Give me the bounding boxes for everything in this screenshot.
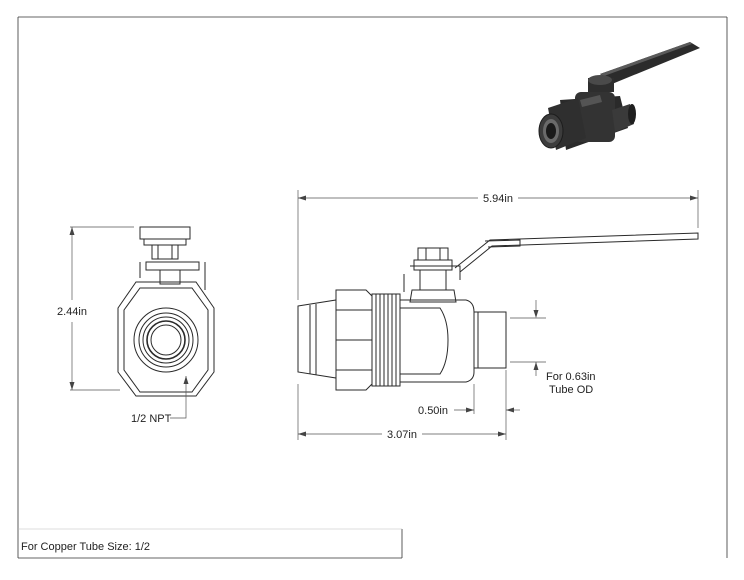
body-length-dimension: 3.07in — [387, 429, 417, 441]
side-view — [297, 232, 699, 391]
height-dimension: 2.44in — [57, 306, 87, 318]
footer-note: For Copper Tube Size: 1/2 — [21, 541, 150, 553]
tube-od-callout-line2: Tube OD — [549, 384, 593, 396]
isometric-valve-view — [538, 42, 700, 150]
dimension-lines — [70, 190, 699, 440]
npt-callout: 1/2 NPT — [131, 413, 172, 425]
tube-od-callout-line1: For 0.63in — [546, 371, 596, 383]
tube-stub-dimension: 0.50in — [418, 405, 448, 417]
sheet-border — [17, 16, 728, 559]
dimension-arrows — [69, 195, 698, 437]
overall-length-dimension: 5.94in — [483, 193, 513, 205]
end-view — [117, 226, 215, 397]
